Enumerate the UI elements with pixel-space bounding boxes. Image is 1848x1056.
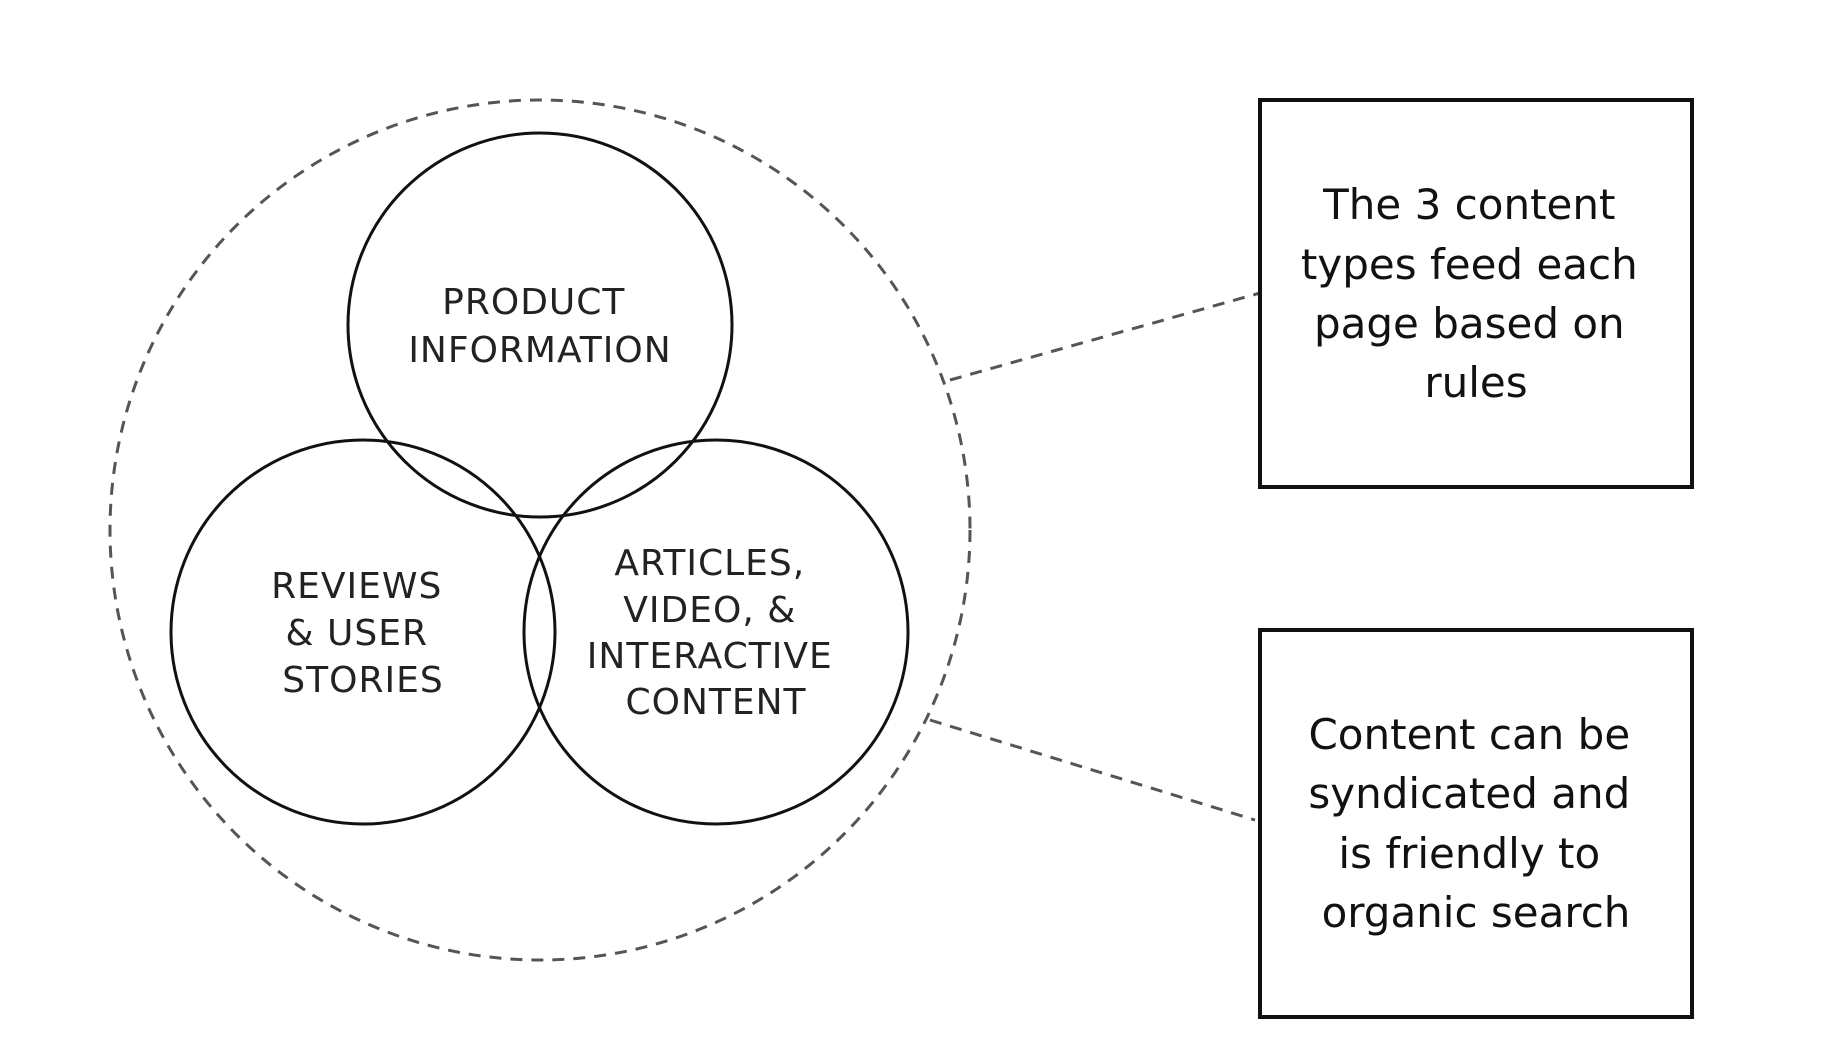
reviews-label: REVIEWS & USER STORIES <box>271 566 455 701</box>
connector-line-top <box>949 291 1261 382</box>
outer-dashed-circle <box>108 98 972 962</box>
callout-box-top <box>1258 98 1694 489</box>
product-information-circle <box>346 131 734 519</box>
articles-label: ARTICLES, VIDEO, & INTERACTIVE CONTENT <box>587 543 845 723</box>
callout-text-bottom: Content can be syndicated and is friendl… <box>1308 710 1643 937</box>
callout-box-bottom <box>1258 628 1694 1019</box>
articles-circle <box>522 438 910 826</box>
product-information-label: PRODUCT INFORMATION <box>408 282 671 371</box>
callout-text-top: The 3 content types feed each page based… <box>1301 180 1651 407</box>
connector-line-bottom <box>929 718 1256 822</box>
reviews-circle <box>169 438 557 826</box>
